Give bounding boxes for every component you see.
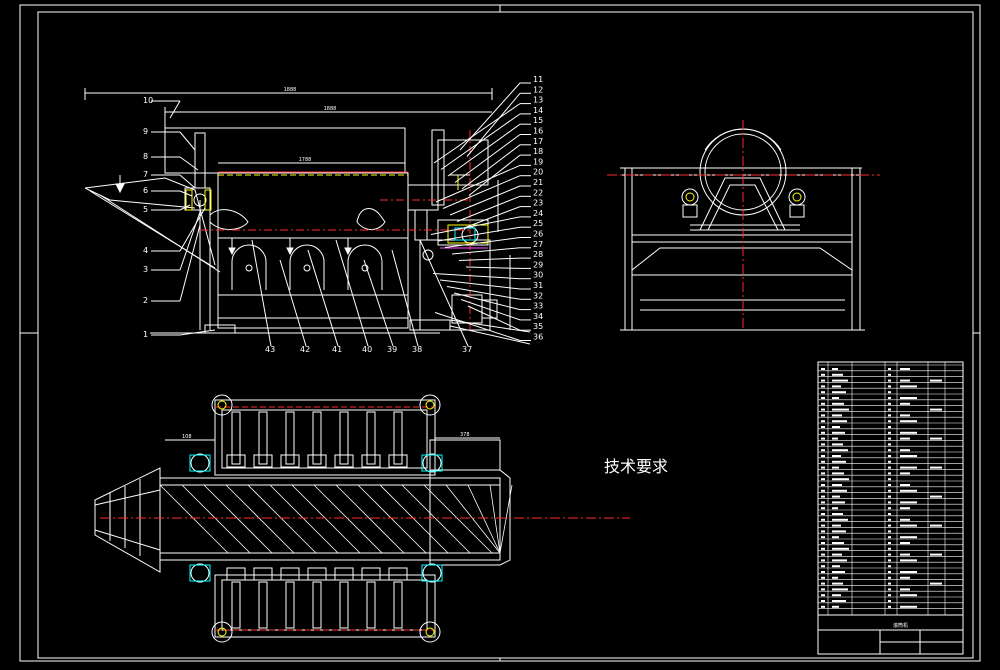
part-label-9: 9	[143, 127, 148, 136]
part-label-2: 2	[143, 296, 148, 305]
part-label-43: 43	[265, 345, 275, 354]
part-label-27: 27	[533, 240, 543, 249]
part-label-41: 41	[332, 345, 342, 354]
part-labels: 1234567891011121314151617181920212223242…	[143, 75, 543, 354]
part-label-16: 16	[533, 127, 543, 136]
plan-ribs	[226, 411, 408, 629]
plan-dim-right: 378	[460, 432, 470, 438]
part-label-38: 38	[412, 345, 422, 354]
plan-dim-left: 108	[182, 434, 192, 440]
part-label-13: 13	[533, 96, 543, 105]
plan-view-accents	[100, 400, 630, 637]
part-label-6: 6	[143, 186, 148, 195]
part-label-8: 8	[143, 152, 148, 161]
bom-text-marks	[821, 368, 942, 608]
part-label-26: 26	[533, 230, 543, 239]
part-label-14: 14	[533, 106, 543, 115]
part-label-37: 37	[462, 345, 472, 354]
part-label-20: 20	[533, 168, 543, 177]
part-label-17: 17	[533, 137, 543, 146]
part-label-36: 36	[533, 333, 543, 342]
part-label-29: 29	[533, 260, 543, 269]
part-label-30: 30	[533, 271, 543, 280]
part-label-39: 39	[387, 345, 397, 354]
part-label-34: 34	[533, 312, 543, 321]
part-label-4: 4	[143, 246, 148, 255]
part-label-3: 3	[143, 265, 148, 274]
part-label-42: 42	[300, 345, 310, 354]
title-block-drawing-name: 滚筒机	[893, 622, 908, 629]
part-label-19: 19	[533, 157, 543, 166]
part-label-22: 22	[533, 188, 543, 197]
sheet-border	[19, 4, 981, 662]
plan-hatch	[159, 484, 513, 554]
part-label-31: 31	[533, 281, 543, 290]
title-block	[817, 361, 964, 655]
part-label-32: 32	[533, 291, 543, 300]
part-label-15: 15	[533, 116, 543, 125]
dim-upper: 1888	[324, 106, 337, 112]
part-label-10: 10	[143, 96, 153, 105]
part-label-23: 23	[533, 199, 543, 208]
part-label-40: 40	[362, 345, 372, 354]
dim-overall: 1888	[284, 87, 297, 93]
part-label-33: 33	[533, 302, 543, 311]
part-label-21: 21	[533, 178, 543, 187]
part-label-5: 5	[143, 205, 148, 214]
bom-table	[818, 362, 963, 615]
part-label-25: 25	[533, 219, 543, 228]
part-label-24: 24	[533, 209, 543, 218]
part-label-18: 18	[533, 147, 543, 156]
part-label-7: 7	[143, 170, 148, 179]
dim-inner: 1788	[299, 157, 312, 163]
technical-requirements-note: 技术要求	[604, 457, 668, 476]
part-leaders	[151, 82, 531, 347]
part-label-28: 28	[533, 250, 543, 259]
end-view-accents	[607, 120, 880, 330]
part-label-12: 12	[533, 85, 543, 94]
part-label-11: 11	[533, 75, 543, 84]
side-view	[84, 88, 511, 334]
part-label-1: 1	[143, 330, 148, 339]
part-label-35: 35	[533, 322, 543, 331]
